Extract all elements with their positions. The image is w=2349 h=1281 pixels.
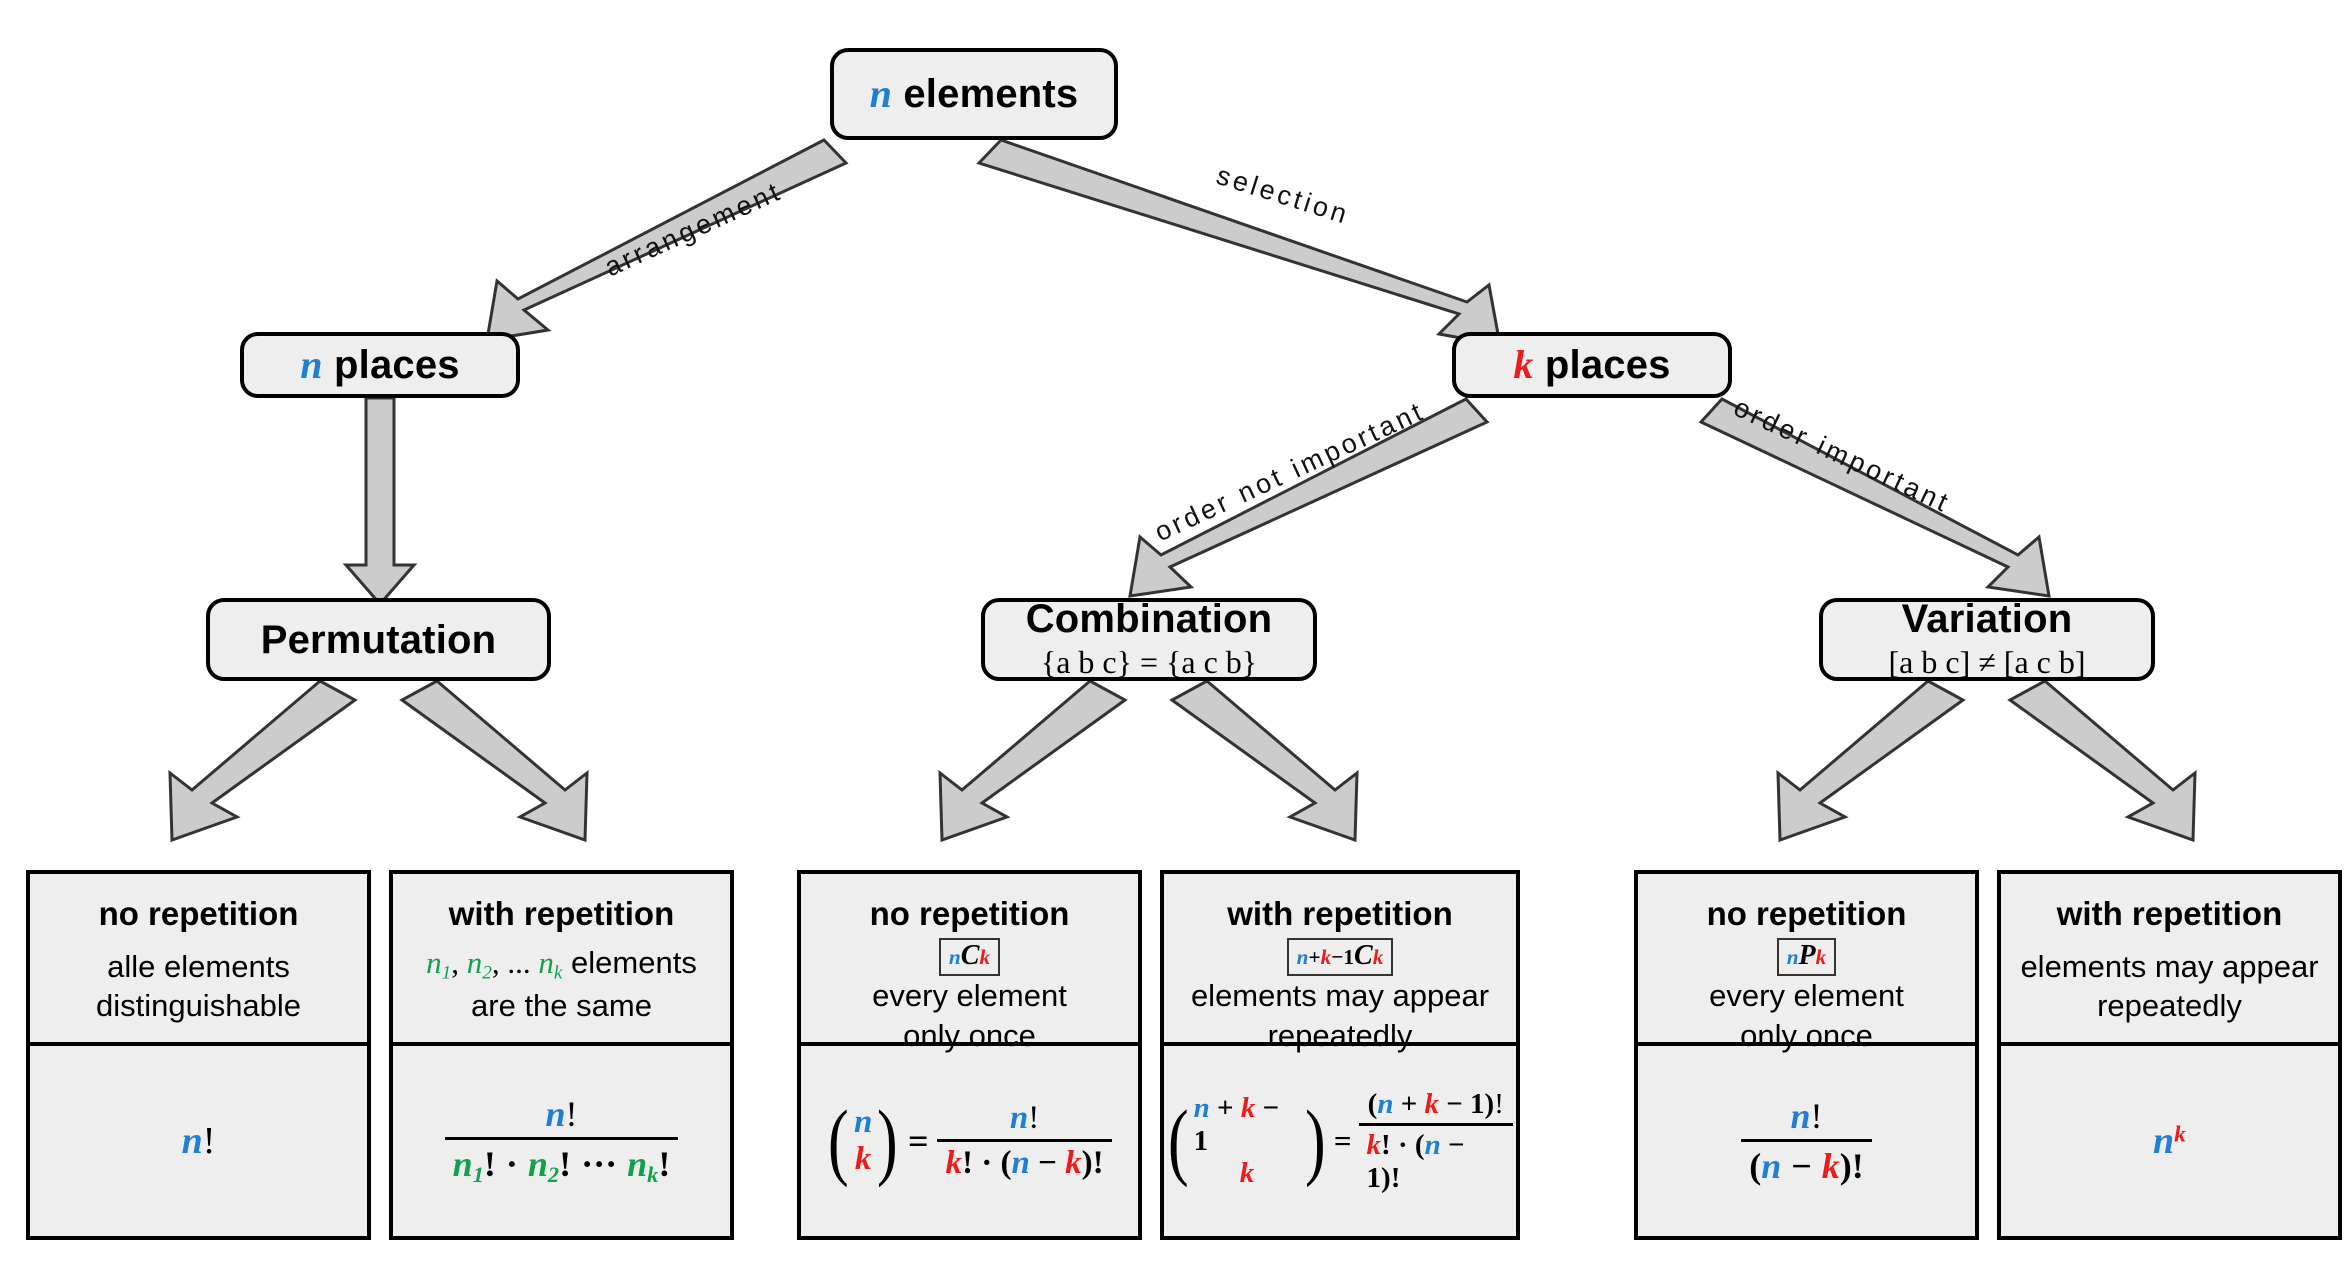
node-k-places-text: places [1533, 343, 1671, 387]
node-n-places-title: n places [300, 342, 460, 387]
leaf-variation-with-repetition[interactable]: with repetition elements may appear repe… [1997, 870, 2342, 1240]
node-n-places[interactable]: n places [240, 332, 520, 398]
leaf-heading: no repetition [98, 895, 299, 932]
leaf-description-line1: every element [872, 978, 1067, 1014]
leaf-formula-section: n! [30, 1046, 367, 1236]
leaf-upper-section: no repetition nPk every element only onc… [1638, 874, 1975, 1053]
leaf-heading: with repetition [448, 895, 675, 932]
leaf-combination-no-repetition[interactable]: no repetition nCk every element only onc… [797, 870, 1142, 1240]
node-permutation[interactable]: Permutation [206, 598, 551, 681]
arrow-n-places-to-permutation [342, 396, 418, 607]
node-n-elements[interactable]: n elements [830, 48, 1118, 140]
leaf-heading: with repetition [1227, 895, 1453, 932]
leaf-description-line1: elements may appear [1190, 978, 1490, 1014]
arrow-perm-no-repetition [168, 679, 358, 843]
notation-nPk: nPk [1776, 938, 1837, 977]
leaf-description-line1: alle elements [107, 948, 290, 984]
formula-binomial-coefficient: ( n k ) = n! k! · (n − k)! [801, 1097, 1138, 1184]
leaf-description: every element only once [866, 976, 1073, 1055]
leaf-heading: no repetition [869, 895, 1070, 932]
notation-n-plus-k-minus-1-C-k: n+k−1Ck [1286, 938, 1394, 977]
leaf-upper-section: no repetition alle elements distinguisha… [30, 874, 367, 1046]
leaf-formula-section: nk [2001, 1046, 2338, 1236]
node-combination-title: Combination [1025, 597, 1273, 642]
node-permutation-title: Permutation [260, 617, 497, 662]
node-k-places-title: k places [1513, 342, 1671, 387]
arrow-comb-no-repetition [938, 679, 1128, 843]
formula-n-power-k: nk [2153, 1120, 2186, 1162]
leaf-description-line1: elements may appear [2020, 948, 2319, 984]
leaf-description-line2: distinguishable [95, 988, 302, 1024]
leaf-description-line2: only once [1740, 1017, 1873, 1053]
arrow-var-with-repetition [2007, 679, 2197, 843]
edge-label-order-important: order important [1729, 392, 1956, 519]
arrow-comb-with-repetition [1169, 679, 1359, 843]
leaf-description: elements may appear repeatedly [1185, 976, 1495, 1055]
edge-label-arrangement: arrangement [600, 175, 787, 283]
formula-multiset-combination: ( n + k − 1 k ) = (n + k − 1)! k! · (n −… [1164, 1088, 1516, 1195]
node-k-places[interactable]: k places [1452, 332, 1732, 398]
leaf-formula-section: ( n k ) = n! k! · (n − k)! [801, 1046, 1138, 1236]
node-variation[interactable]: Variation [a b c] ≠ [a c b] [1819, 598, 2155, 681]
leaf-description: every element only once [1703, 976, 1910, 1055]
node-combination[interactable]: Combination {a b c} = {a c b} [981, 598, 1317, 681]
leaf-combination-with-repetition[interactable]: with repetition n+k−1Ck elements may app… [1160, 870, 1520, 1240]
leaf-upper-section: no repetition nCk every element only onc… [801, 874, 1138, 1053]
formula-permutation-nk: n! (n − k)! [1741, 1095, 1872, 1187]
leaf-description-line2: repeatedly [2097, 988, 2242, 1024]
variable-n: n [869, 71, 893, 116]
leaf-formula-section: ( n + k − 1 k ) = (n + k − 1)! k! · (n −… [1164, 1046, 1516, 1236]
leaf-formula-section: n! (n − k)! [1638, 1046, 1975, 1236]
node-n-places-text: places [322, 343, 460, 387]
node-variation-subtitle: [a b c] ≠ [a c b] [1888, 644, 2086, 681]
formula-n-factorial: n! [181, 1120, 216, 1162]
leaf-description: alle elements distinguishable [90, 947, 307, 1026]
formula-multiset-permutation: n! n1! · n2! ··· nk! [444, 1093, 679, 1188]
edge-label-order-not-important: order not important [1150, 395, 1430, 548]
leaf-heading: with repetition [2056, 895, 2283, 932]
leaf-description-line1: every element [1709, 978, 1904, 1014]
edge-label-selection: selection [1212, 160, 1354, 231]
arrow-perm-with-repetition [399, 679, 589, 843]
arrow-order-not-important [1128, 397, 1490, 598]
leaf-variation-no-repetition[interactable]: no repetition nPk every element only onc… [1634, 870, 1979, 1240]
leaf-description-line2: repeatedly [1267, 1017, 1413, 1053]
variable-k: k [1513, 342, 1534, 387]
node-n-elements-text: elements [892, 72, 1079, 116]
leaf-upper-section: with repetition n+k−1Ck elements may app… [1164, 874, 1516, 1053]
leaf-permutation-no-repetition[interactable]: no repetition alle elements distinguisha… [26, 870, 371, 1240]
leaf-formula-section: n! n1! · n2! ··· nk! [393, 1046, 730, 1236]
notation-nCk: nCk [938, 938, 1001, 977]
node-variation-title: Variation [1901, 597, 2073, 642]
node-combination-subtitle: {a b c} = {a c b} [1040, 644, 1258, 681]
leaf-upper-section: with repetition elements may appear repe… [2001, 874, 2338, 1046]
leaf-description: elements may appear repeatedly [2014, 947, 2324, 1026]
node-n-elements-title: n elements [869, 71, 1079, 116]
leaf-heading: no repetition [1706, 895, 1907, 932]
variable-n: n [300, 342, 323, 387]
leaf-description-line2: only once [903, 1017, 1036, 1053]
arrow-var-no-repetition [1776, 679, 1966, 843]
